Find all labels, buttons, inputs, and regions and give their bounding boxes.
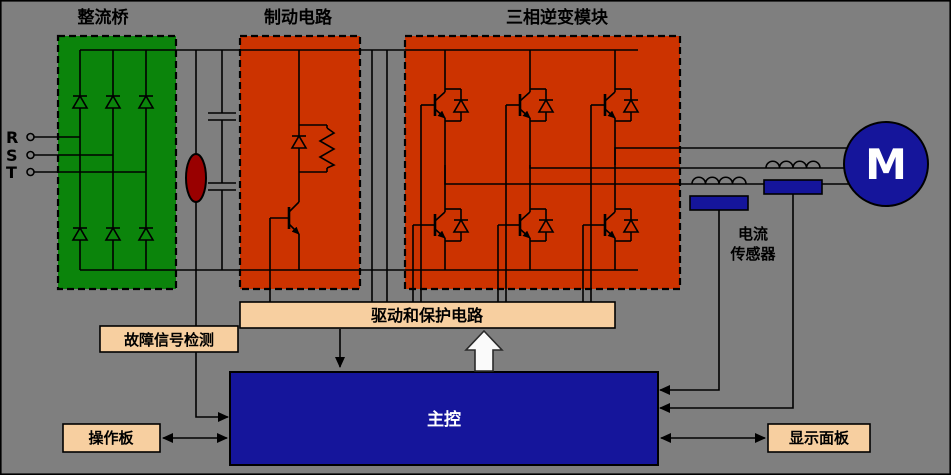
braking-title: 制动电路 — [264, 7, 333, 28]
fault-detection-label: 故障信号检测 — [124, 331, 214, 349]
phase-r-terminal — [26, 132, 35, 142]
current-sensor-coil — [765, 160, 821, 169]
dc-bus-fuse — [185, 153, 207, 203]
rectifier-module-box — [56, 34, 178, 291]
sensor2-feedback-wire — [659, 194, 794, 413]
fault-detection-box — [99, 325, 239, 353]
inverter-title: 三相逆变模块 — [506, 7, 609, 28]
motor-label: M — [865, 140, 907, 189]
inverter-module-box — [403, 34, 682, 291]
display-panel-box — [767, 423, 871, 453]
braking-module-box — [238, 34, 362, 291]
current-sensor-coil — [691, 176, 747, 185]
fault-to-control-arrow — [195, 352, 229, 422]
phase-s-label: S — [6, 146, 18, 165]
rectifier-title: 整流桥 — [78, 7, 130, 28]
rectifier-internal-wiring — [34, 50, 147, 270]
main-control-box — [229, 371, 659, 466]
dc-bus-wiring — [80, 49, 638, 271]
dc-link-capacitors — [208, 50, 236, 270]
drive-protection-label: 驱动和保护电路 — [371, 306, 484, 325]
control-to-drive-block-arrow — [464, 329, 504, 372]
display-panel-label: 显示面板 — [789, 429, 850, 447]
braking-internal-wiring — [269, 50, 336, 305]
bus-sense-wires — [371, 50, 388, 305]
operation-panel-label: 操作板 — [88, 429, 134, 447]
phase-s-terminal — [26, 150, 35, 160]
current-sensor-body — [763, 179, 823, 195]
phase-t-label: T — [6, 163, 17, 182]
drive-protection-bar — [239, 301, 616, 329]
phase-output-wiring — [444, 147, 852, 185]
phase-t-terminal — [26, 167, 35, 177]
operation-panel-box — [62, 423, 161, 453]
motor-circle — [843, 121, 929, 207]
sensor1-feedback-wire — [659, 210, 720, 395]
phase-r-label: R — [6, 128, 18, 147]
current-sensor-label-line2: 传感器 — [729, 245, 776, 263]
brake-resistor — [318, 127, 336, 169]
current-sensor-label-line1: 电流 — [738, 225, 768, 243]
main-control-label: 主控 — [427, 409, 461, 430]
current-sensor-body — [689, 195, 749, 211]
